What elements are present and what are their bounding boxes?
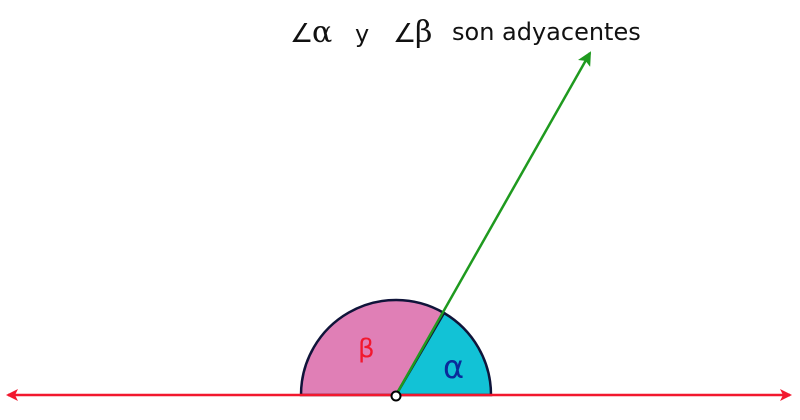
caption-alpha: α <box>312 15 332 50</box>
angle-alpha-sector <box>393 311 493 397</box>
caption-beta: β <box>415 15 432 50</box>
ray-arrow <box>394 51 592 396</box>
caption-connector: y <box>355 20 369 48</box>
caption-text: son adyacentes <box>452 18 641 46</box>
vertex-point <box>390 390 402 402</box>
angle-beta-label: β <box>358 334 375 364</box>
caption: ∠ α y ∠ β son adyacentes <box>290 15 641 50</box>
angle-alpha-label: α <box>443 348 464 386</box>
angle-symbol-alpha: ∠ <box>290 19 313 49</box>
angle-symbol-beta: ∠ <box>393 19 416 49</box>
